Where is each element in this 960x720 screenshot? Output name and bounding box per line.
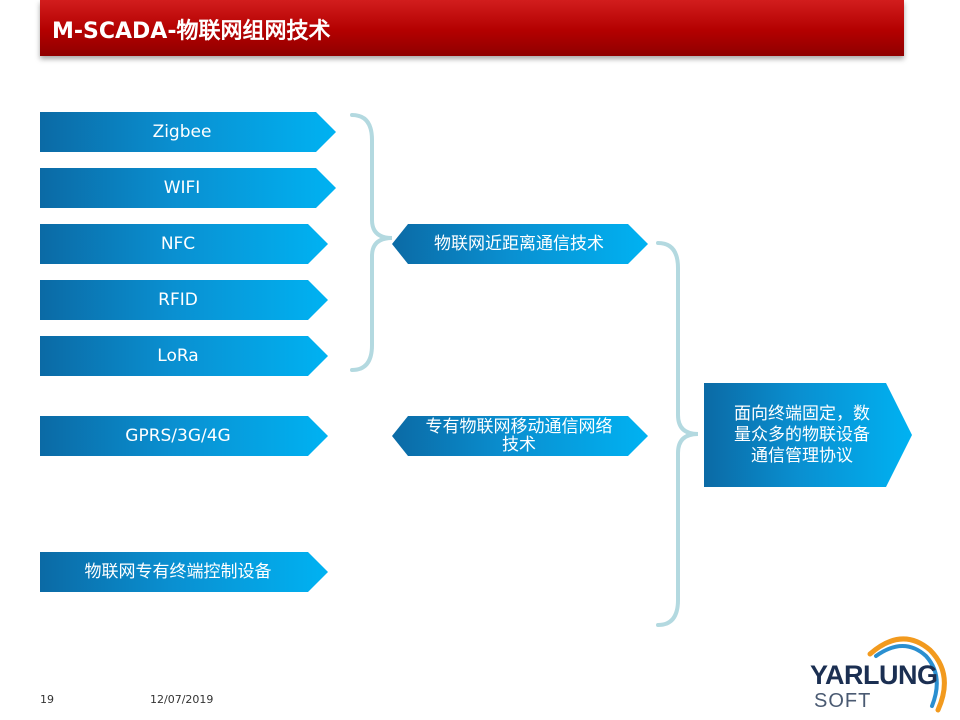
logo-word: YARLUNG xyxy=(810,660,938,690)
tech-zigbee-arrow: Zigbee xyxy=(40,112,336,152)
logo-swoosh-icon xyxy=(867,636,947,713)
title-bar: M-SCADA-物联网组网技术 xyxy=(40,0,904,56)
slide-title: M-SCADA-物联网组网技术 xyxy=(52,19,331,44)
tech-cellular-arrow: GPRS/3G/4G xyxy=(40,416,328,456)
tech-rfid-arrow: RFID xyxy=(40,280,328,320)
tech-nfc-arrow: NFC xyxy=(40,224,328,264)
short-range-arrow: 物联网近距离通信技术 xyxy=(392,224,648,264)
yarlung-logo: YARLUNG SOFT xyxy=(806,630,954,720)
brace-left xyxy=(350,113,393,372)
mobile-network-arrow: 专有物联网移动通信网络技术 xyxy=(392,416,648,456)
tech-wifi-arrow: WIFI xyxy=(40,168,336,208)
tech-lora-arrow: LoRa xyxy=(40,336,328,376)
protocol-target-arrow: 面向终端固定，数量众多的物联设备通信管理协议 xyxy=(704,383,912,487)
page-number: 19 xyxy=(40,693,54,706)
brace-right xyxy=(656,241,699,627)
logo-sub: SOFT xyxy=(814,690,872,712)
slide-date: 12/07/2019 xyxy=(150,693,214,706)
tech-device-arrow: 物联网专有终端控制设备 xyxy=(40,552,328,592)
